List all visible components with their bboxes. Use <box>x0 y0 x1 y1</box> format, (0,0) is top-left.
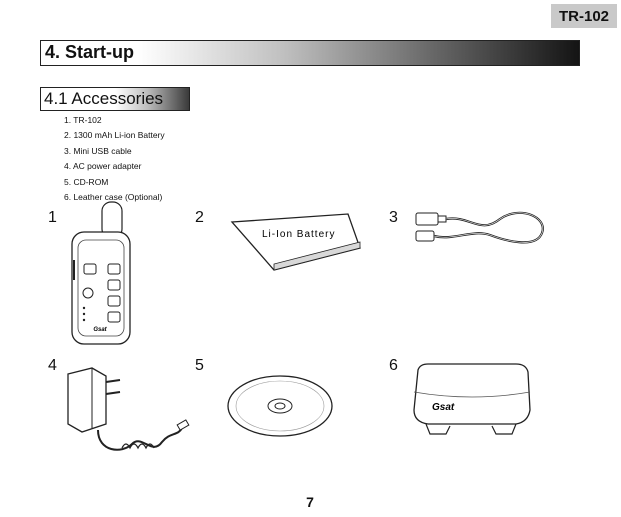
section-header: 4. Start-up <box>40 40 580 66</box>
section-title: 4. Start-up <box>45 42 135 62</box>
figure-number-2: 2 <box>195 209 204 226</box>
cd-rom-icon <box>227 375 333 437</box>
usb-cable-icon <box>415 211 544 244</box>
subsection-title: 4.1 Accessories <box>44 89 164 108</box>
list-item: 5. CD-ROM <box>64 176 109 187</box>
figure-number-3: 3 <box>389 209 398 226</box>
page-number: 7 <box>306 494 314 510</box>
handheld-device-icon: Gsat <box>71 201 131 345</box>
list-item: 4. AC power adapter <box>64 161 142 172</box>
device-brand-text: Gsat <box>93 327 107 333</box>
list-item: 2. 1300 mAh Li-ion Battery <box>64 130 165 141</box>
accessories-list: 1. TR-102 2. 1300 mAh Li-ion Battery 3. … <box>64 113 165 205</box>
subsection-header: 4.1 Accessories <box>40 87 190 111</box>
figure-number-1: 1 <box>48 209 57 226</box>
figure-number-4: 4 <box>48 357 57 374</box>
list-item: 6. Leather case (Optional) <box>64 192 163 203</box>
model-badge: TR-102 <box>551 4 617 28</box>
list-item: 3. Mini USB cable <box>64 145 132 156</box>
power-adapter-icon <box>67 367 190 451</box>
leather-case-icon: Gsat <box>413 363 531 435</box>
battery-icon: Li-Ion Battery <box>230 213 361 271</box>
battery-label: Li-Ion Battery <box>262 229 335 240</box>
case-brand-text: Gsat <box>432 402 455 413</box>
list-item: 1. TR-102 <box>64 115 102 125</box>
figure-number-5: 5 <box>195 357 204 374</box>
figure-number-6: 6 <box>389 357 398 374</box>
